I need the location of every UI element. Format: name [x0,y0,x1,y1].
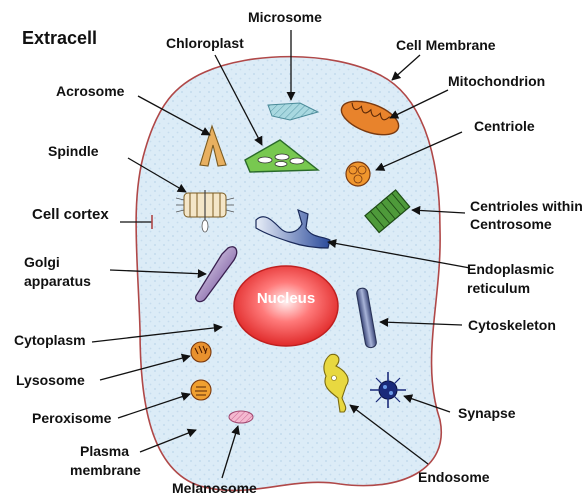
cytoskeleton-arrow [379,317,463,327]
centrosome-arrow [411,205,466,216]
melanosome-arrow [221,425,240,479]
endosome-shape [323,353,349,413]
plasma-membrane-arrow [139,428,197,453]
chloroplast-label: Chloroplast [166,35,244,51]
melanosome-shape [228,410,254,424]
lysosome-arrow [99,353,191,381]
spindle-label: Spindle [48,143,99,159]
golgi-shape [195,246,238,303]
acrosome-label: Acrosome [56,83,125,99]
chloroplast-shape [244,139,320,173]
cell-membrane-label: Cell Membrane [396,37,496,53]
mitochondrion-shape [340,100,400,136]
er-shape [255,208,331,249]
title-label: Extracell [22,28,97,48]
nucleus-label: Nucleus [257,290,315,307]
chloroplast-arrow [214,54,263,146]
cytoskeleton-shape [356,287,377,349]
acrosome-shape [199,124,227,167]
peroxisome-arrow [117,392,191,419]
centrosome-shape [364,189,411,234]
centrioles-label-1: Centrioles within [470,198,582,214]
endosome-label: Endosome [418,469,490,485]
endosome-arrow [349,404,429,465]
mitochondrion-arrow [389,89,449,119]
mitochondrion-label: Mitochondrion [448,73,545,89]
spindle-shape [175,190,235,233]
cell-cortex-label: Cell cortex [32,206,109,223]
plasma-label-1: Plasma [80,443,129,459]
cytoskeleton-label: Cytoskeleton [468,317,556,333]
nucleus-shape [233,265,339,347]
peroxisome-shape [190,379,212,401]
plasma-label-2: membrane [70,462,141,478]
lysosome-label: Lysosome [16,372,85,388]
er-label-1: Endoplasmic [467,261,554,277]
cytoplasm-label: Cytoplasm [14,332,86,348]
centriole-label: Centriole [474,118,535,134]
microsome-shape [267,102,320,121]
acrosome-arrow [137,95,211,136]
centriole-shape [345,161,371,187]
lysosome-shape [190,341,212,363]
er-arrow [327,238,471,269]
microsome-label: Microsome [248,9,322,25]
peroxisome-label: Peroxisome [32,410,112,426]
synapse-label: Synapse [458,405,516,421]
melanosome-label: Melanosome [172,480,257,496]
centriole-arrow [375,131,463,171]
centrioles-label-2: Centrosome [470,216,552,232]
golgi-label-2: apparatus [24,273,91,289]
cytoplasm-arrow [91,323,223,343]
golgi-arrow [109,269,207,279]
synapse-arrow [403,394,451,413]
synapse-shape [370,372,406,408]
er-label-2: reticulum [467,280,530,296]
golgi-label-1: Golgi [24,254,60,270]
cell-membrane-arrow [391,54,421,81]
spindle-arrow [127,157,187,193]
